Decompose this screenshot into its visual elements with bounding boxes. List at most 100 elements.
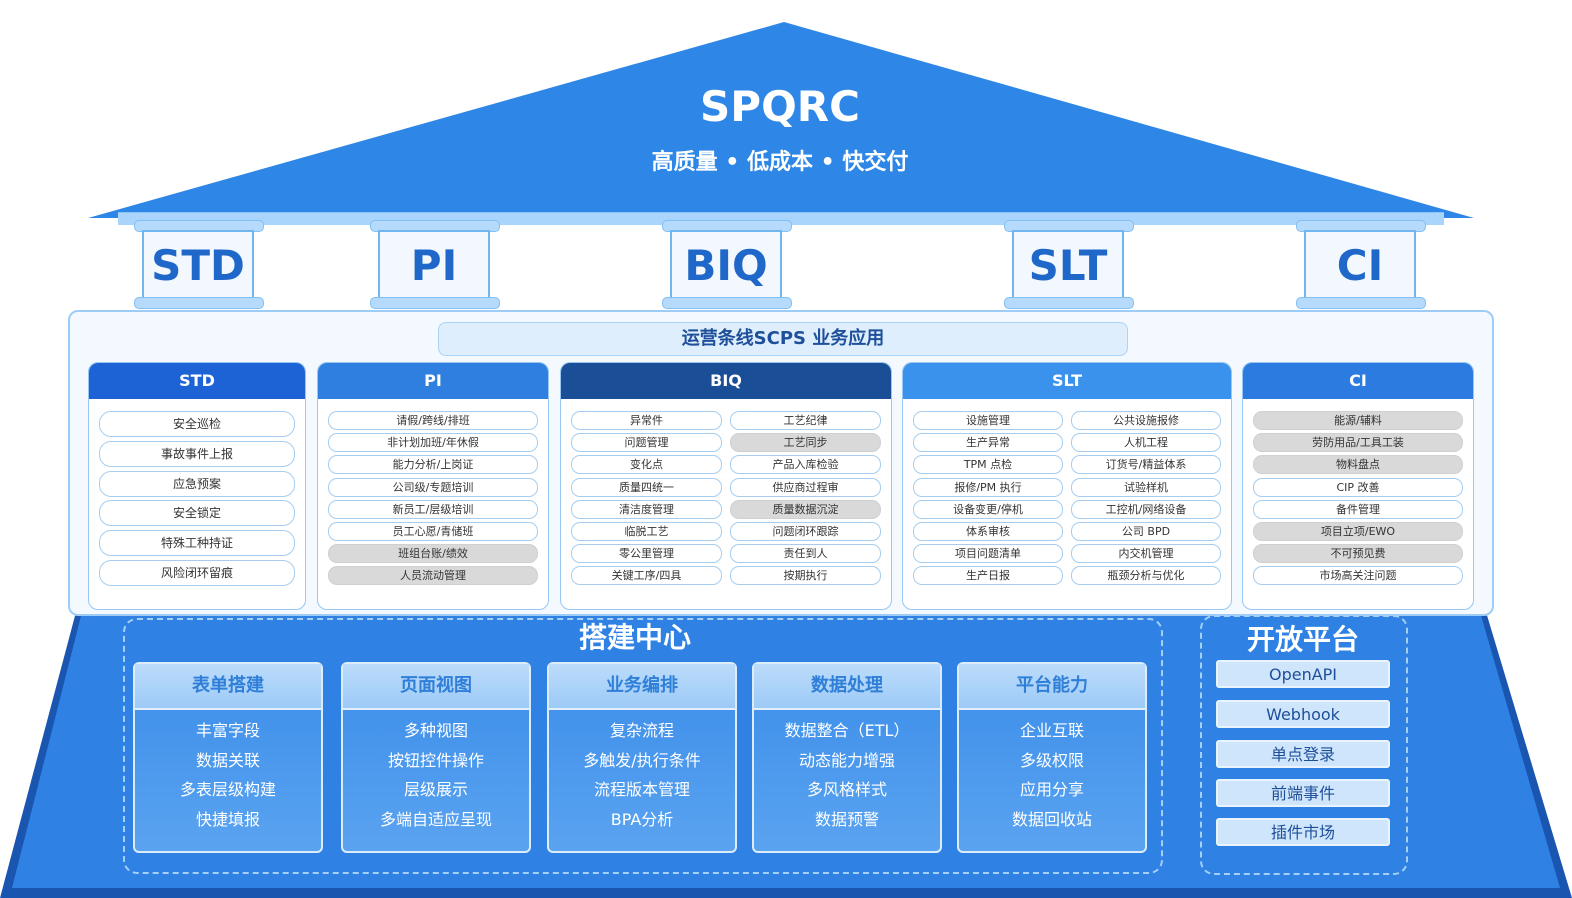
card-form-builder: 表单搭建 丰富字段 数据关联 多表层级构建 快捷填报	[133, 662, 323, 853]
open-platform-title: 开放平台	[1246, 623, 1359, 656]
open-item-frontend-events[interactable]: 前端事件	[1216, 779, 1390, 807]
item-pill[interactable]: 公司 BPD	[1071, 522, 1221, 541]
item-pill[interactable]: 公共设施报修	[1071, 411, 1221, 430]
item-pill[interactable]: 公司级/专题培训	[328, 477, 538, 497]
item-pill[interactable]: TPM 点检	[913, 455, 1063, 475]
card-line: 应用分享	[1019, 780, 1084, 799]
item-pill[interactable]: 项目立项/EWO	[1253, 522, 1463, 541]
column-header: SLT	[903, 363, 1231, 399]
item-pill[interactable]: 责任到人	[730, 544, 881, 564]
item-pill[interactable]: 订货号/精益体系	[1071, 455, 1221, 475]
item-pill[interactable]: 非计划加班/年休假	[328, 433, 538, 453]
card-line: 数据回收站	[1011, 809, 1092, 829]
open-item-webhook[interactable]: Webhook	[1216, 700, 1390, 728]
item-pill[interactable]: 应急预案	[99, 470, 295, 497]
column-pi: PI 请假/跨线/排班非计划加班/年休假能力分析/上岗证公司级/专题培训新员工/…	[317, 362, 549, 610]
item-pill[interactable]: 试验样机	[1071, 477, 1221, 497]
item-pill[interactable]: 问题管理	[571, 433, 722, 453]
item-pill[interactable]: 质量数据沉淀	[730, 499, 881, 519]
column-header: STD	[89, 363, 305, 399]
item-pill[interactable]: 备件管理	[1253, 499, 1463, 519]
card-title: 业务编排	[549, 664, 735, 710]
pillar-ci: CI	[1296, 220, 1426, 312]
item-pill[interactable]: 人员流动管理	[328, 566, 538, 586]
item-pill[interactable]: 工艺纪律	[730, 411, 881, 430]
card-line: 按钮控件操作	[387, 750, 484, 770]
pillar-std: STD	[134, 220, 264, 312]
item-pill[interactable]: 班组台账/绩效	[328, 544, 538, 564]
item-pill[interactable]: 不可预见费	[1253, 544, 1463, 564]
column-header: CI	[1243, 363, 1473, 399]
item-pill[interactable]: 特殊工种持证	[99, 530, 295, 557]
item-pill[interactable]: 临脱工艺	[571, 522, 722, 541]
main-subtitle: 高质量 • 低成本 • 快交付	[651, 150, 909, 175]
item-pill[interactable]: 按期执行	[730, 566, 881, 586]
pillar-biq: BIQ	[662, 220, 792, 312]
ops-panel: 运营条线SCPS 业务应用 STD 安全巡检事故事件上报应急预案安全锁定特殊工种…	[68, 310, 1494, 616]
item-pill[interactable]: 设备变更/停机	[913, 499, 1063, 519]
item-pill[interactable]: 安全锁定	[99, 500, 295, 527]
item-pill[interactable]: 产品入库检验	[730, 455, 881, 475]
item-pill[interactable]: 变化点	[571, 455, 722, 475]
item-pill[interactable]: 工控机/网络设备	[1071, 499, 1221, 519]
pillar-pi: PI	[370, 220, 500, 312]
item-pill[interactable]: 风险闭环留痕	[99, 560, 295, 586]
item-pill[interactable]: 请假/跨线/排班	[328, 411, 538, 430]
ops-title: 运营条线SCPS 业务应用	[438, 322, 1128, 356]
card-platform-capability: 平台能力 企业互联 多级权限 应用分享 数据回收站	[957, 662, 1147, 853]
card-line: 多风格样式	[806, 780, 887, 799]
card-line: 多触发/执行条件	[583, 750, 701, 770]
item-pill[interactable]: 工艺同步	[730, 433, 881, 453]
card-line: BPA分析	[610, 809, 674, 829]
card-title: 表单搭建	[135, 664, 321, 710]
open-item-openapi[interactable]: OpenAPI	[1216, 660, 1390, 688]
item-pill[interactable]: 报修/PM 执行	[913, 477, 1063, 497]
open-item-sso[interactable]: 单点登录	[1216, 740, 1390, 768]
column-header: PI	[318, 363, 548, 399]
item-pill[interactable]: 人机工程	[1071, 433, 1221, 453]
item-pill[interactable]: 事故事件上报	[99, 440, 295, 467]
item-pill[interactable]: 瓶颈分析与优化	[1071, 566, 1221, 586]
item-pill[interactable]: 生产异常	[913, 433, 1063, 453]
roof	[88, 22, 1474, 218]
item-pill[interactable]: 项目问题清单	[913, 544, 1063, 564]
item-pill[interactable]: 问题闭环跟踪	[730, 522, 881, 541]
card-line: 流程版本管理	[593, 780, 690, 799]
card-line: 复杂流程	[609, 721, 674, 740]
card-line: 丰富字段	[195, 721, 260, 740]
card-line: 企业互联	[1019, 721, 1084, 740]
item-pill[interactable]: 关键工序/四具	[571, 566, 722, 586]
card-title: 平台能力	[959, 664, 1145, 710]
card-line: 数据关联	[195, 750, 260, 770]
item-pill[interactable]: 能源/辅料	[1253, 411, 1463, 430]
item-pill[interactable]: 物料盘点	[1253, 455, 1463, 475]
item-pill[interactable]: 内交机管理	[1071, 544, 1221, 564]
item-pill[interactable]: 生产日报	[913, 566, 1063, 586]
card-line: 动态能力增强	[798, 750, 895, 770]
card-line: 数据预警	[814, 809, 879, 829]
item-pill[interactable]: 异常件	[571, 411, 722, 430]
pillar-slt: SLT	[1004, 220, 1134, 312]
item-pill[interactable]: 安全巡检	[99, 411, 295, 437]
item-pill[interactable]: 体系审核	[913, 522, 1063, 541]
card-data-processing: 数据处理 数据整合（ETL） 动态能力增强 多风格样式 数据预警	[752, 662, 942, 853]
card-line: 多端自适应呈现	[379, 809, 492, 829]
card-page-view: 页面视图 多种视图 按钮控件操作 层级展示 多端自适应呈现	[341, 662, 531, 853]
open-item-plugin-market[interactable]: 插件市场	[1216, 818, 1390, 846]
card-business-orchestration: 业务编排 复杂流程 多触发/执行条件 流程版本管理 BPA分析	[547, 662, 737, 853]
item-pill[interactable]: 能力分析/上岗证	[328, 455, 538, 475]
item-pill[interactable]: 新员工/层级培训	[328, 499, 538, 519]
item-pill[interactable]: 零公里管理	[571, 544, 722, 564]
item-pill[interactable]: 员工心愿/青储班	[328, 522, 538, 541]
item-pill[interactable]: 市场高关注问题	[1253, 566, 1463, 586]
item-pill[interactable]: 清洁度管理	[571, 499, 722, 519]
item-pill[interactable]: CIP 改善	[1253, 477, 1463, 497]
item-pill[interactable]: 质量四统一	[571, 477, 722, 497]
main-title: SPQRC	[700, 82, 860, 131]
item-pill[interactable]: 劳防用品/工具工装	[1253, 433, 1463, 453]
item-pill[interactable]: 设施管理	[913, 411, 1063, 430]
column-std: STD 安全巡检事故事件上报应急预案安全锁定特殊工种持证风险闭环留痕	[88, 362, 306, 610]
build-center-title: 搭建中心	[578, 621, 691, 654]
item-pill[interactable]: 供应商过程审	[730, 477, 881, 497]
